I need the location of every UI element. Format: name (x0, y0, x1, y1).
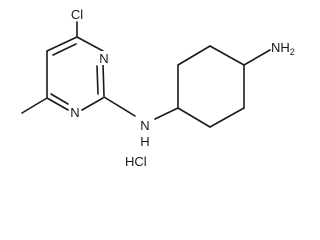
atom-nh2-subscript: 2 (290, 47, 295, 57)
bond-c5-c4-inner (52, 43, 77, 56)
bond-cy-3 (209, 45, 245, 66)
bond-n1-c6-inner (50, 93, 69, 105)
bond-c2-nh (103, 96, 136, 117)
salt-hcl: HCl (125, 154, 147, 169)
bond-c5-c4 (46, 36, 78, 52)
atom-nh-linker-h: H (140, 134, 149, 149)
bond-cy-2 (177, 45, 211, 66)
bond-c6-methyl (21, 97, 48, 114)
bond-n1-c6 (46, 97, 69, 111)
cyclohexane-ring (154, 45, 271, 128)
atom-n-top: N (99, 51, 108, 66)
bond-n3-c2 (102, 63, 105, 97)
bond-n3-c2-inner (96, 65, 99, 95)
atom-n-bottom: N (70, 105, 79, 120)
bond-c2-n1 (81, 97, 104, 111)
bond-c4-nh2 (243, 49, 271, 66)
atom-nh2: NH2 (271, 40, 295, 57)
pyrimidine-ring (46, 36, 105, 111)
bond-cy-5 (209, 107, 245, 128)
atom-nh-linker-n: N (140, 118, 149, 133)
atom-cl: Cl (71, 7, 83, 22)
chemical-structure-diagram: Cl N N N H NH2 HCl (21, 7, 295, 169)
bond-nh-c1 (154, 107, 179, 120)
bond-cy-6 (177, 107, 211, 128)
bond-c4-n3 (76, 36, 104, 52)
atom-nh2-main: NH (271, 40, 290, 55)
